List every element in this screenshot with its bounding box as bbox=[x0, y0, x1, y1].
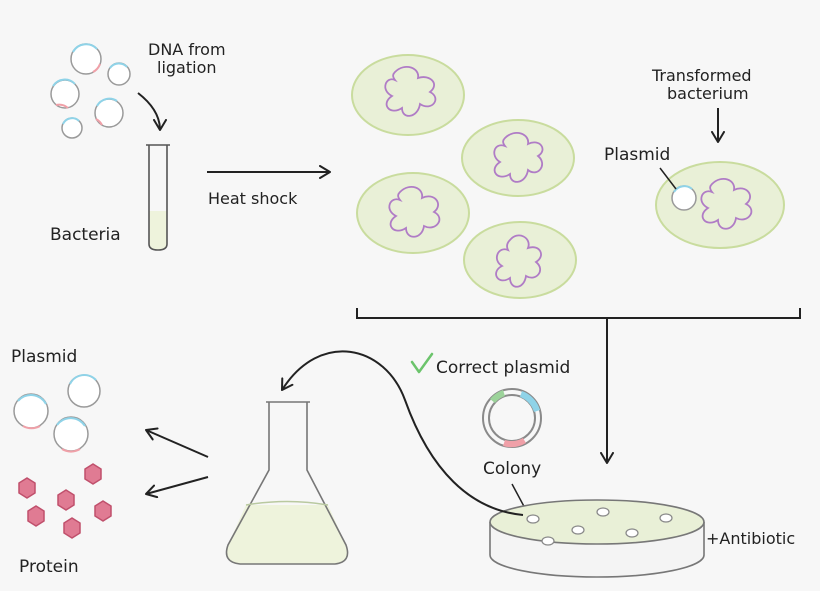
bacterium-cell bbox=[356, 172, 470, 254]
pointer-plasmid bbox=[659, 167, 677, 190]
arrow-to-protein bbox=[145, 476, 209, 499]
label-antibiotic: +Antibiotic bbox=[706, 529, 795, 548]
label-plasmid-top: Plasmid bbox=[604, 145, 670, 165]
protein-products bbox=[18, 463, 112, 539]
label-bacteria: Bacteria bbox=[50, 225, 121, 245]
plasmid bbox=[50, 78, 80, 109]
arrow-colony-to-flask bbox=[281, 350, 524, 516]
label-protein: Protein bbox=[19, 557, 79, 577]
bacterium-cell bbox=[463, 221, 577, 299]
label-correct-plasmid: Correct plasmid bbox=[436, 358, 570, 378]
protein-hexagon bbox=[27, 505, 45, 527]
plasmid bbox=[61, 117, 83, 139]
label-heat-shock: Heat shock bbox=[208, 189, 298, 208]
culture-flask bbox=[225, 401, 349, 565]
label-transformed: Transformed bbox=[651, 66, 752, 85]
plasmid bbox=[13, 393, 49, 430]
transformed-bacterium bbox=[655, 161, 785, 249]
colony bbox=[625, 528, 639, 538]
plasmid bbox=[67, 374, 101, 408]
protein-hexagon bbox=[57, 489, 75, 511]
colony bbox=[526, 514, 540, 524]
arrow-to-plasmid bbox=[145, 427, 209, 458]
ligation-plasmids bbox=[50, 43, 131, 139]
label-colony: Colony bbox=[483, 459, 541, 479]
colony bbox=[541, 536, 555, 546]
plasmid bbox=[671, 185, 697, 211]
bracket bbox=[356, 308, 801, 319]
plasmid-products bbox=[13, 374, 101, 453]
agar-plate bbox=[489, 499, 705, 578]
bacterium-cell bbox=[461, 119, 575, 197]
test-tube bbox=[146, 144, 170, 251]
plasmid bbox=[53, 416, 89, 453]
bacterium-cell bbox=[351, 54, 465, 136]
protein-hexagon bbox=[84, 463, 102, 485]
correct-plasmid-ring bbox=[482, 388, 542, 448]
label-bacterium: bacterium bbox=[667, 84, 749, 103]
plasmid bbox=[94, 97, 124, 128]
colony bbox=[571, 525, 585, 535]
colony bbox=[659, 513, 673, 523]
protein-hexagon bbox=[63, 517, 81, 539]
check-mark-icon bbox=[410, 352, 434, 374]
label-ligation: ligation bbox=[157, 58, 217, 77]
label-plasmid-left: Plasmid bbox=[11, 347, 77, 367]
plasmid bbox=[107, 62, 131, 86]
protein-hexagon bbox=[18, 477, 36, 499]
colony bbox=[596, 507, 610, 517]
arrow-dna-to-tube bbox=[137, 92, 167, 131]
protein-hexagon bbox=[94, 500, 112, 522]
label-dna-from: DNA from bbox=[148, 40, 226, 59]
plasmid bbox=[70, 43, 102, 75]
